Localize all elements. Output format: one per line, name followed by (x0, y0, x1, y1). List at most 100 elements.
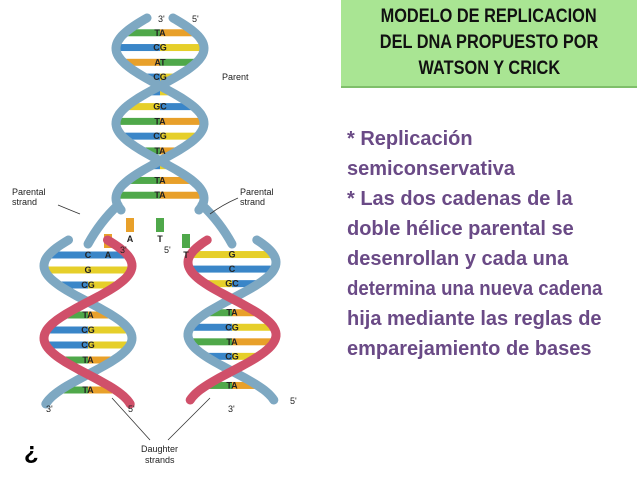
right-daughter-rung (189, 338, 232, 346)
left-daughter-rung (64, 311, 88, 319)
parent-rung (160, 191, 204, 199)
description-line-1: * Replicación (347, 128, 473, 150)
label-daughter-1: Daughter (141, 444, 178, 454)
parent-rung (160, 58, 197, 66)
title-line-1: MODELO DE REPLICACION (380, 6, 598, 27)
right-daughter-rung (205, 352, 232, 360)
label-top-5prime: 5' (192, 14, 199, 24)
left-daughter-rung (46, 326, 88, 334)
label-bottom-left-5prime: 5' (128, 404, 135, 414)
left-daughter-pair-label: CG (81, 325, 95, 335)
parent-pair-label: TA (154, 146, 166, 156)
pointer-daughter-right (167, 397, 211, 441)
right-daughter-rung (232, 352, 259, 360)
right-daughter-rung (232, 309, 258, 317)
right-daughter-rung (190, 251, 232, 259)
fork-right-strand (197, 200, 237, 249)
right-daughter-rung (205, 280, 232, 288)
left-daughter-rung (45, 341, 88, 349)
left-daughter-new-backbone (39, 235, 137, 409)
right-daughter-rung (232, 323, 274, 331)
right-daughter-pair-label: G (228, 250, 235, 260)
title-box: MODELO DE REPLICACION DEL DNA PROPUESTO … (341, 0, 637, 88)
label-bottom-right-5prime: 5' (290, 396, 297, 406)
description-line-5: desenrollan y cada una (347, 248, 569, 270)
right-daughter-pair-label: TA (226, 380, 238, 390)
fork-base-label: T (157, 234, 163, 244)
parent-rung (126, 103, 160, 111)
title-line-2: DEL DNA PROPUESTO POR (379, 32, 599, 53)
left-daughter-rung (48, 251, 88, 259)
left-daughter-rung (88, 251, 128, 259)
fork-base (156, 218, 164, 232)
description-text: * Replicación semiconservativa * Las dos… (347, 124, 637, 364)
parent-rung (160, 176, 193, 184)
parent-rung (116, 191, 160, 199)
left-daughter-pair-label: TA (82, 385, 94, 395)
parent-rung (160, 132, 198, 140)
left-daughter-pair-label: CG (81, 280, 95, 290)
right-daughter-rung (232, 251, 274, 259)
right-daughter-pair-label: TA (226, 337, 238, 347)
left-daughter-pair-label: TA (82, 310, 94, 320)
fork-base-label: A (105, 250, 112, 260)
parent-pair-label: TA (154, 190, 166, 200)
parent-pair-label: CG (153, 43, 167, 53)
parent-pair-label: GC (153, 102, 167, 112)
parent-pair-label: TA (154, 116, 166, 126)
description-line-8: emparejamiento de bases (347, 338, 592, 360)
label-top-3prime: 3' (158, 14, 165, 24)
right-daughter-rung (232, 280, 259, 288)
parent-rung (125, 29, 160, 37)
title-line-3: WATSON Y CRICK (418, 58, 560, 79)
parent-backbone-b (111, 13, 209, 215)
helix-backbones (39, 13, 281, 409)
parent-rung (127, 176, 160, 184)
left-daughter-rung (62, 356, 88, 364)
left-daughter-rung (44, 266, 88, 274)
base-pair-rungs (44, 29, 275, 394)
left-daughter-rung (88, 266, 132, 274)
parent-pair-label: CG (153, 72, 167, 82)
parent-rung (160, 44, 204, 52)
description-line-3: * Las dos cadenas de la (347, 188, 573, 210)
left-daughter-rung (88, 281, 118, 289)
label-bottom-right-3prime: 3' (228, 404, 235, 414)
right-daughter-pair-label: CG (225, 351, 239, 361)
parent-pair-label: TA (154, 175, 166, 185)
fork-base-label: A (127, 234, 134, 244)
description-line-4: doble hélice parental se (347, 218, 574, 240)
description-line-2: semiconservativa (347, 158, 515, 180)
right-daughter-rung (232, 338, 275, 346)
right-daughter-pair-label: TA (226, 308, 238, 318)
parent-rung (160, 103, 194, 111)
parent-pair-label: CG (153, 131, 167, 141)
left-daughter-rung (88, 341, 131, 349)
left-daughter-rung (88, 326, 130, 334)
label-parental-strand-left-2: strand (12, 197, 37, 207)
parent-rung (123, 58, 160, 66)
right-daughter-pair-label: C (229, 264, 236, 274)
fork-base (182, 234, 190, 248)
left-daughter-rung (88, 356, 114, 364)
description-line-7: hija mediante las reglas de (347, 308, 602, 330)
left-daughter-rung (88, 311, 112, 319)
parent-rung (122, 132, 160, 140)
left-daughter-rung (58, 281, 88, 289)
right-daughter-pair-label: GC (225, 279, 239, 289)
left-daughter-pair-label: C (85, 250, 92, 260)
left-daughter-pair-label: CG (81, 340, 95, 350)
label-parent: Parent (222, 72, 249, 82)
right-daughter-new-backbone (183, 235, 281, 405)
right-daughter-rung (189, 265, 232, 273)
fork-base-label: T (183, 250, 189, 260)
parent-rung (116, 117, 160, 125)
parent-backbone-a (111, 13, 209, 215)
label-mid-5prime: 5' (164, 245, 171, 255)
label-bottom-left-3prime: 3' (46, 404, 53, 414)
pointer-daughter-left (111, 397, 151, 441)
label-parental-strand-right-2: strand (240, 197, 265, 207)
right-daughter-pair-label: CG (225, 322, 239, 332)
